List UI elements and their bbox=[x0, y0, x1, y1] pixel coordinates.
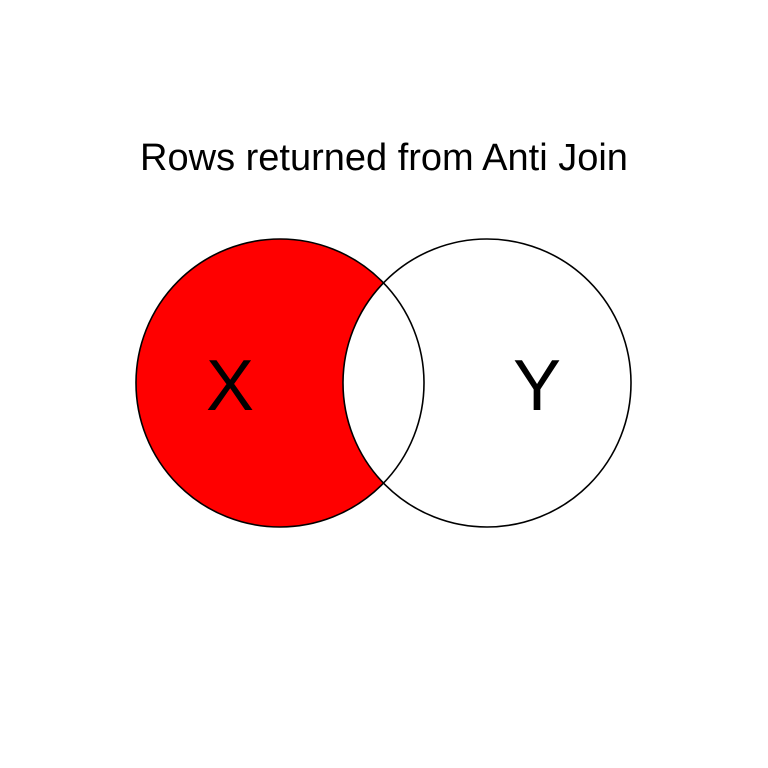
set-x-circle bbox=[135, 238, 425, 528]
set-y-circle bbox=[342, 238, 632, 528]
diagram-title: Rows returned from Anti Join bbox=[140, 137, 628, 179]
set-x-only-region bbox=[136, 239, 424, 527]
set-y-label: Y bbox=[513, 346, 561, 426]
set-x-label: X bbox=[206, 346, 254, 426]
